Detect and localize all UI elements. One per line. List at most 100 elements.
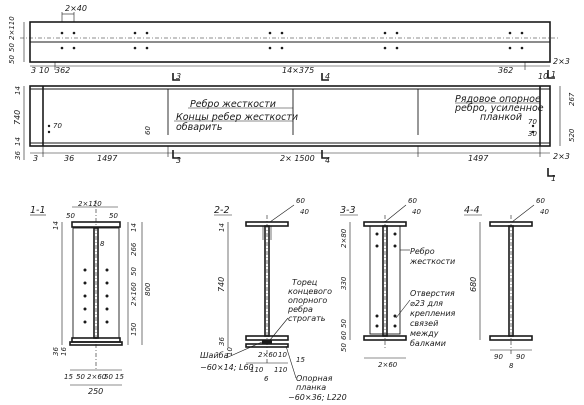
- svg-text:110: 110: [274, 366, 288, 374]
- sec11-right-2x160: 2×160: [130, 282, 138, 306]
- front-dim-14b: 14: [14, 137, 22, 146]
- front-dim-70-right: 70: [528, 118, 537, 126]
- section-2-2: 2-2 60 40 14 740 36 10 Торец концевого о…: [200, 197, 347, 402]
- sec11-bottom-2x60: 2×60: [87, 373, 107, 381]
- front-outline: [29, 85, 551, 147]
- sec11-top-50b: 50: [109, 212, 118, 220]
- svg-text:14: 14: [218, 223, 226, 232]
- front-dim-30: 30: [528, 130, 537, 138]
- sec11-left-36: 36: [52, 347, 60, 356]
- front-dim-60: 60: [144, 126, 152, 135]
- sec22-title: 2-2: [214, 205, 230, 216]
- front-dim-520: 520: [568, 128, 576, 142]
- svg-text:6: 6: [264, 375, 269, 383]
- svg-text:2×60: 2×60: [378, 361, 398, 369]
- sec11-right-50: 50: [130, 267, 138, 276]
- svg-text:4: 4: [325, 72, 330, 81]
- plan-left-dim-3: 50: [8, 55, 16, 64]
- plan-dim-10: 10: [39, 66, 49, 75]
- sec11-bottom-15a: 15: [64, 373, 73, 381]
- svg-text:10: 10: [226, 347, 234, 356]
- svg-text:50: 50: [340, 343, 348, 352]
- sec22-740: 740: [217, 277, 226, 292]
- svg-text:40: 40: [540, 208, 549, 216]
- sec11-holes: [83, 268, 109, 324]
- section-mark-4-bottom: [321, 150, 329, 159]
- sec33-stiffener-label: Ребро жесткости: [409, 247, 455, 266]
- svg-text:10: 10: [278, 351, 287, 359]
- label-support-rib: Рядовое опорное ребро, усиленное планкой: [454, 94, 547, 123]
- svg-text:4: 4: [325, 156, 330, 165]
- front-bottom-36: 36: [64, 154, 74, 163]
- svg-text:36: 36: [218, 337, 226, 346]
- svg-text:3: 3: [176, 72, 181, 81]
- section-3-3: 3-3 60 40 2×80 330 50 60 50 Ребро жестко…: [340, 197, 456, 369]
- front-dim-740: 740: [13, 110, 22, 125]
- svg-text:2×80: 2×80: [340, 228, 348, 248]
- svg-text:60: 60: [296, 197, 305, 205]
- front-dim-267: 267: [568, 92, 576, 106]
- sec11-right-14: 14: [130, 223, 138, 232]
- plan-view: 2×40 2×110 50 50 3 10 362 14×375 362 10 …: [8, 4, 570, 81]
- svg-text:15: 15: [296, 356, 305, 364]
- plan-dim-362-right: 362: [498, 66, 513, 75]
- svg-text:40: 40: [300, 208, 309, 216]
- front-dim-36: 36: [14, 151, 22, 160]
- svg-text:60: 60: [536, 197, 545, 205]
- sec44-680: 680: [469, 277, 478, 292]
- section-mark-3-bottom: [172, 150, 180, 159]
- plan-holes: [60, 31, 524, 50]
- sec11-left-14: 14: [52, 221, 60, 230]
- front-bottom-2x3: 2×3: [553, 152, 570, 161]
- sec11-top-2x110: 2×110: [78, 200, 102, 208]
- sec22-plate-label: Опорная планка −60×36; L220: [288, 374, 347, 402]
- sec33-holes: [375, 232, 397, 328]
- svg-text:1: 1: [551, 70, 556, 79]
- front-bottom-1497-left: 1497: [97, 154, 118, 163]
- sec11-base-plate: [69, 341, 123, 346]
- plan-left-dim-2: 50: [8, 43, 16, 52]
- sec11-bottom-50a: 50: [76, 373, 85, 381]
- sec11-web-8: 8: [100, 240, 105, 248]
- plan-dim-10-right: 10: [538, 72, 548, 81]
- label-stiffener: Ребро жесткости: [190, 99, 276, 110]
- svg-text:3: 3: [176, 156, 181, 165]
- plan-top-dim: 2×40: [65, 4, 87, 13]
- sec11-title: 1-1: [30, 205, 46, 216]
- sec33-title: 3-3: [340, 205, 356, 216]
- front-dim-70-left: 70: [53, 122, 62, 130]
- svg-text:90: 90: [516, 353, 525, 361]
- section-4-4: 4-4 60 40 680 90 90 8: [464, 197, 549, 370]
- svg-text:1: 1: [551, 174, 556, 183]
- section-mark-3-top: [172, 73, 180, 81]
- sec11-left-16: 16: [60, 347, 68, 356]
- plan-dim-362-left: 362: [55, 66, 70, 75]
- section-mark-1-top: [547, 70, 555, 79]
- svg-text:8: 8: [509, 362, 514, 370]
- plan-dim-2x3: 2×3: [553, 57, 570, 66]
- sec44-title: 4-4: [464, 205, 480, 216]
- svg-text:60: 60: [408, 197, 417, 205]
- front-view: Ребро жесткости Концы ребер жесткости об…: [13, 85, 576, 183]
- svg-text:2×60: 2×60: [258, 351, 278, 359]
- plan-dim-14x375: 14×375: [282, 66, 314, 75]
- plan-dim-3: 3: [31, 66, 36, 75]
- section-1-1: 1-1 2×110 50 50 14 36 16 8 14: [30, 200, 152, 396]
- sec11-right-150: 150: [130, 322, 138, 336]
- sec22-note: Торец концевого опорного ребра строгать: [287, 278, 335, 323]
- section-mark-4-top: [321, 73, 329, 81]
- sec22-washer-label: Шайба −60×14; L60: [200, 351, 254, 372]
- sec11-bottom-50b: 50: [104, 373, 113, 381]
- svg-text:40: 40: [412, 208, 421, 216]
- front-bottom-2x1500: 2× 1500: [280, 154, 315, 163]
- svg-text:60: 60: [340, 331, 348, 340]
- plan-left-dim-1: 2×110: [8, 16, 16, 40]
- sec11-bottom-15b: 15: [115, 373, 124, 381]
- sec11-right-266: 266: [130, 242, 138, 256]
- sec11-top-50a: 50: [66, 212, 75, 220]
- front-bottom-3: 3: [33, 154, 38, 163]
- sec11-width: 250: [88, 387, 103, 396]
- svg-text:50: 50: [340, 319, 348, 328]
- svg-text:110: 110: [250, 366, 264, 374]
